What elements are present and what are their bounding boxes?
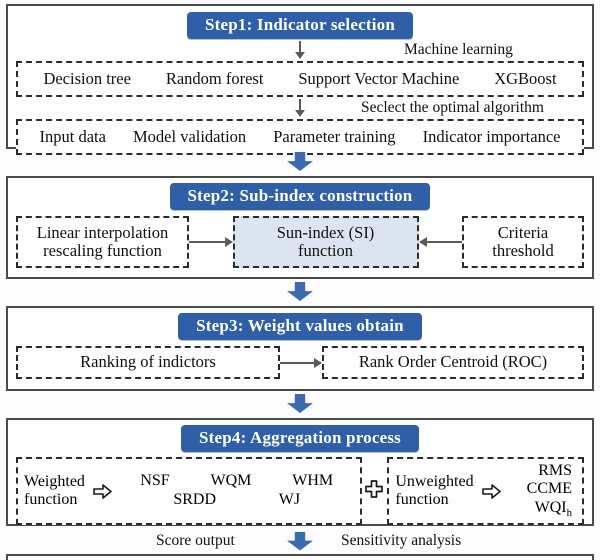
step2-content-row: Linear interpolation rescaling function … xyxy=(16,216,584,268)
weighted-methods-row2: SRDD WJ xyxy=(120,491,354,510)
plus-outline-icon xyxy=(365,479,384,503)
criteria-line2: threshold xyxy=(492,241,554,260)
score-output-label: Score output xyxy=(156,532,235,549)
down-arrow-icon xyxy=(293,41,307,59)
step1-arrow-row-2: Seclect the optimal algorithm xyxy=(16,97,584,119)
machine-learning-label: Machine learning xyxy=(404,41,513,58)
unweighted-function-box: Unweighted function RMS CCME WQIh xyxy=(387,457,585,525)
step4-content-row: Weighted function NSF WQM WHM SRDD xyxy=(16,457,585,525)
algorithm-item: XGBoost xyxy=(494,68,557,88)
step4-header-row: Step4: Aggregation process xyxy=(16,425,584,452)
algorithm-item: Support Vector Machine xyxy=(298,68,460,88)
criteria-line1: Criteria xyxy=(497,222,549,242)
unweighted-method: RMS xyxy=(538,461,573,479)
right-arrow-icon xyxy=(189,236,233,248)
linear-interpolation-line1: Linear interpolation xyxy=(36,222,169,242)
weighted-line2: function xyxy=(24,491,78,508)
linear-interpolation-line2: rescaling function xyxy=(43,241,162,260)
weighted-function-label: Weighted function xyxy=(24,473,85,510)
step3-header: Step3: Weight values obtain xyxy=(178,313,422,340)
step3-to-step4-arrow-icon xyxy=(287,394,313,413)
step3-header-row: Step3: Weight values obtain xyxy=(16,313,584,340)
unweighted-line1: Unweighted xyxy=(395,472,474,490)
pipeline-item: Parameter training xyxy=(273,126,396,146)
rank-order-centroid-box: Rank Order Centroid (ROC) xyxy=(322,346,584,379)
plus-symbol-wrap xyxy=(362,457,388,525)
unweighted-function-label: Unweighted function xyxy=(395,473,473,510)
weighted-method: SRDD xyxy=(173,491,216,508)
pipeline-item: Model validation xyxy=(132,126,247,146)
bottom-connector-band: Score output Sensitivity analysis xyxy=(6,528,594,554)
weighted-methods-row1: NSF WQM WHM xyxy=(120,472,354,491)
ranking-label: Ranking of indictors xyxy=(80,352,216,372)
sub-index-label: Sun-index (SI) function xyxy=(276,222,375,261)
algorithm-item: Decision tree xyxy=(43,68,131,88)
pipeline-item: Indicator importance xyxy=(422,126,561,146)
sub-index-function-box: Sun-index (SI) function xyxy=(232,216,419,268)
step4-header: Step4: Aggregation process xyxy=(181,425,419,452)
step3-panel: Step3: Weight values obtain Ranking of i… xyxy=(6,306,594,391)
step2-header: Step2: Sub-index construction xyxy=(169,183,431,210)
weighted-method: NSF xyxy=(140,472,170,490)
result-panel: Improved WQI model construction xyxy=(6,554,594,560)
unweighted-method: CCME xyxy=(526,480,573,498)
step2-arrow-right-wrap xyxy=(419,236,463,248)
linear-interpolation-label: Linear interpolation rescaling function xyxy=(36,222,169,261)
pipeline-item: Input data xyxy=(39,126,106,146)
criteria-threshold-label: Criteria threshold xyxy=(492,222,554,261)
linear-interpolation-box: Linear interpolation rescaling function xyxy=(16,216,189,268)
sensitivity-analysis-label: Sensitivity analysis xyxy=(341,532,462,549)
step1-algorithms-box: Decision tree Random forest Support Vect… xyxy=(16,61,584,97)
weighted-method: WHM xyxy=(292,472,334,490)
step1-pipeline-box: Input data Model validation Parameter tr… xyxy=(16,119,584,155)
step1-arrow-row-1: Machine learning xyxy=(16,39,584,61)
step1-panel: Step1: Indicator selection Machine learn… xyxy=(6,4,594,155)
ranking-of-indictors-box: Ranking of indictors xyxy=(16,346,280,379)
step2-panel: Step2: Sub-index construction Linear int… xyxy=(6,176,594,279)
sub-index-line1: Sun-index (SI) xyxy=(276,222,375,242)
weighted-method: WJ xyxy=(278,491,301,508)
step4-to-result-arrow-icon xyxy=(287,531,313,551)
weighted-method: WQM xyxy=(210,472,252,490)
step1-header-row: Step1: Indicator selection xyxy=(16,12,584,39)
down-arrow-icon xyxy=(293,99,307,117)
step4-panel: Step4: Aggregation process Weighted func… xyxy=(6,418,594,526)
algorithm-item: Random forest xyxy=(165,68,264,88)
right-outline-arrow-icon xyxy=(481,482,501,500)
step2-to-step3-arrow-icon xyxy=(287,282,313,301)
criteria-threshold-box: Criteria threshold xyxy=(462,216,584,268)
step3-content-row: Ranking of indictors Rank Order Centroid… xyxy=(16,346,584,379)
step1-header: Step1: Indicator selection xyxy=(187,12,413,39)
wqi-base: WQI xyxy=(534,499,567,517)
sub-index-line2: function xyxy=(298,241,353,260)
right-arrow-icon xyxy=(280,357,322,369)
right-outline-arrow-icon xyxy=(92,482,112,500)
left-arrow-icon xyxy=(419,236,463,248)
unweighted-line2: function xyxy=(395,491,449,508)
wqi-subscript: h xyxy=(566,507,573,520)
select-optimal-algorithm-label: Seclect the optimal algorithm xyxy=(361,99,544,116)
roc-label: Rank Order Centroid (ROC) xyxy=(358,352,548,372)
unweighted-method-wqi: WQIh xyxy=(535,499,572,520)
step2-header-row: Step2: Sub-index construction xyxy=(16,183,584,210)
weighted-line1: Weighted xyxy=(24,472,85,490)
step2-arrow-left-wrap xyxy=(189,236,233,248)
step3-arrow-wrap xyxy=(280,357,322,369)
weighted-methods-list: NSF WQM WHM SRDD WJ xyxy=(120,472,354,510)
unweighted-methods-list: RMS CCME WQIh xyxy=(509,462,576,521)
weighted-function-box: Weighted function NSF WQM WHM SRDD xyxy=(16,457,362,525)
